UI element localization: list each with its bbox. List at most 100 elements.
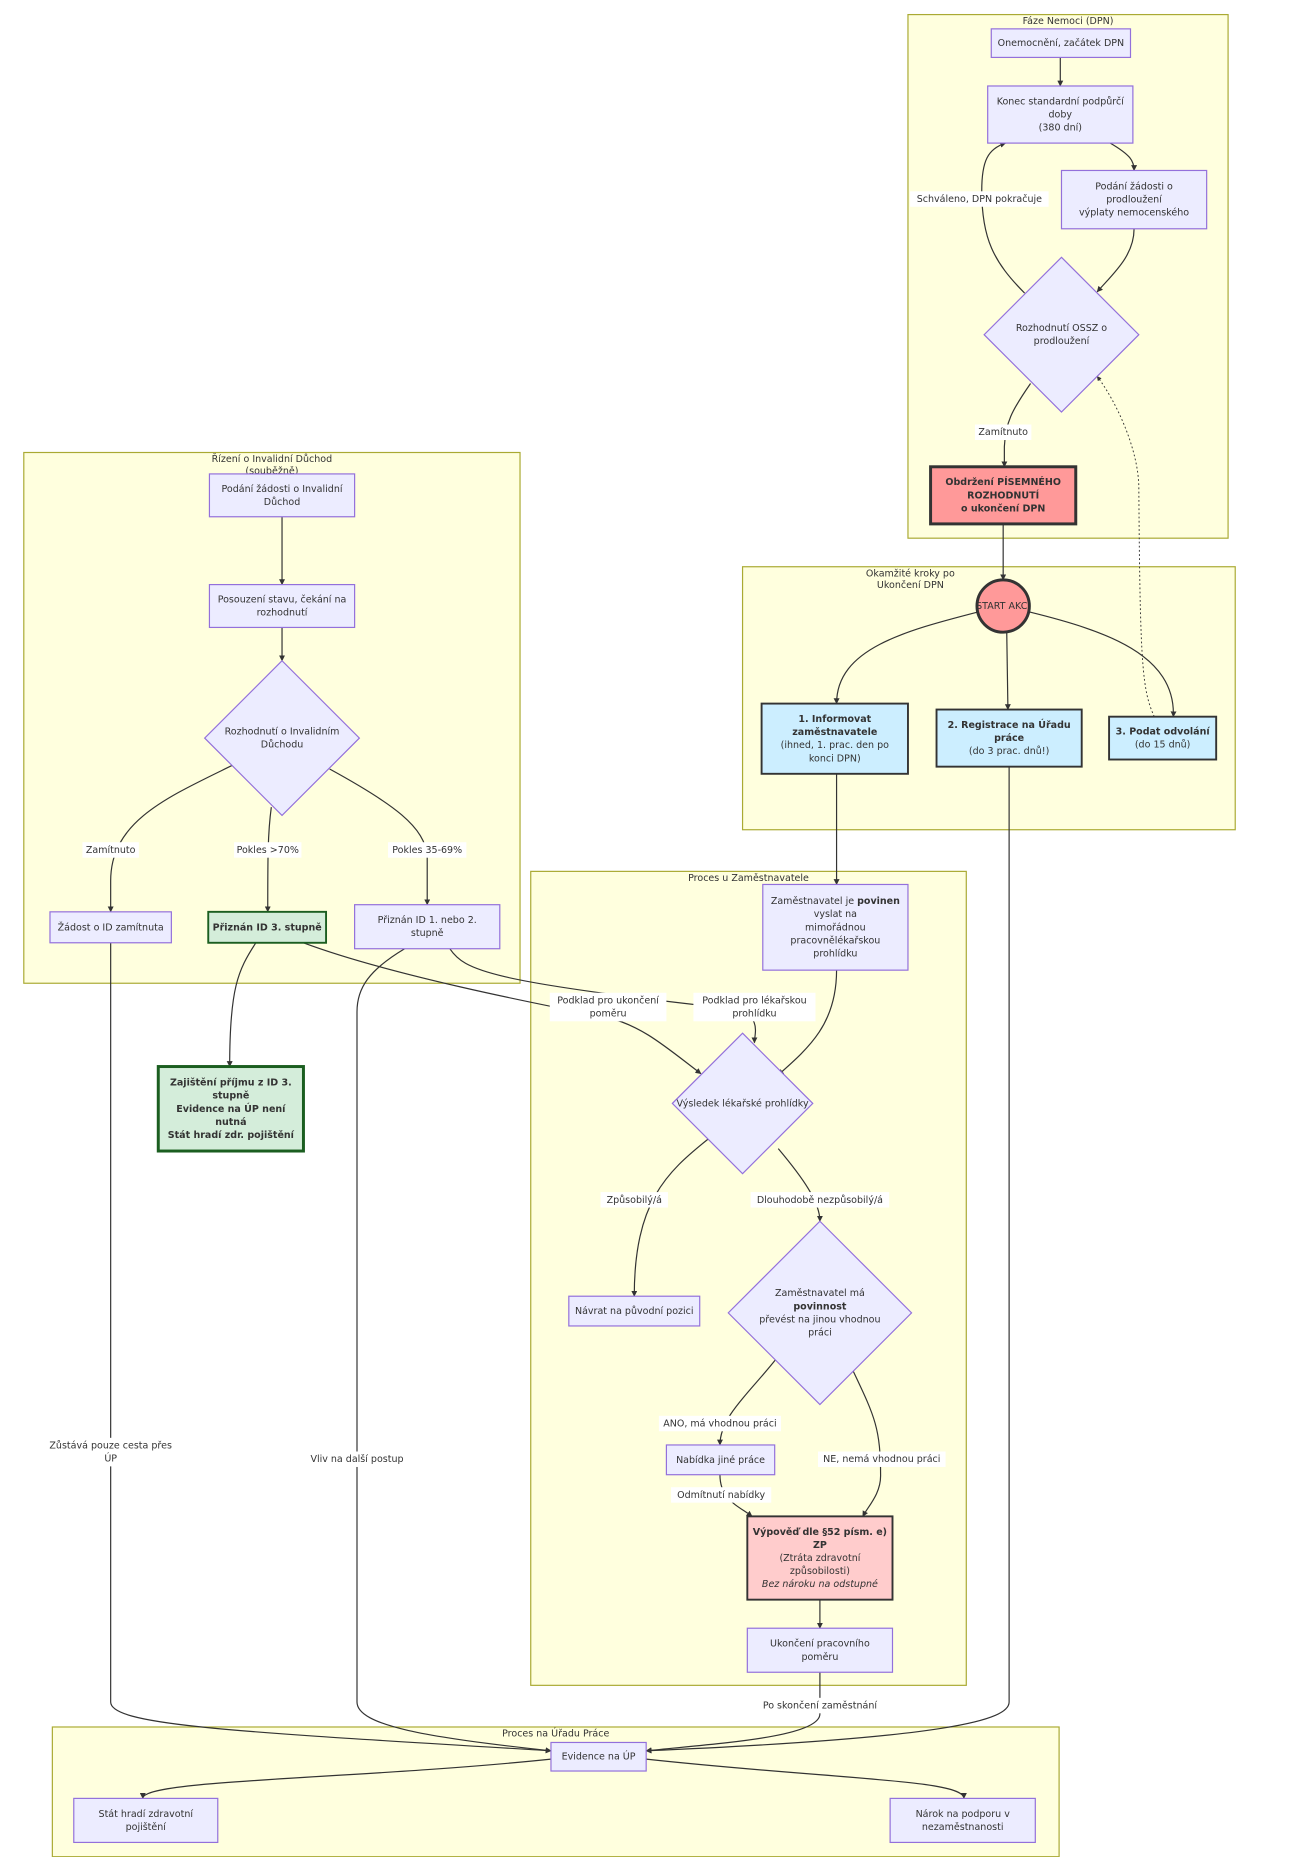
edge-arrow [645,766,1010,1754]
node-box [208,583,356,629]
node-label: START AKCÍ [976,600,1030,612]
node-label-segment: konci DPN) [809,753,861,764]
node-label-segment: Obdržení PÍSEMNÉHO [945,476,1061,488]
node-label: konci DPN) [809,753,861,764]
node-label: nutná [215,1117,246,1128]
edge-label-bg [234,842,302,858]
node-label: (Ztráta zdravotní [779,1553,860,1564]
node-label-segment: doby [1049,110,1073,121]
node-label-segment: Onemocnění, začátek DPN [998,38,1125,49]
edge-label: NE, nemá vhodnou práci [818,1451,946,1467]
node-label: rozhodnutí [257,608,308,619]
edge-label: Podklad pro lékařskou prohlídku [693,992,816,1022]
node-box [746,1515,894,1601]
node-label-segment: Ukončení pracovního [770,1639,870,1650]
node-box [49,911,172,944]
node-label: nezaměstnanosti [922,1822,1004,1833]
edge-label-text: Způsobilý/á [607,1195,662,1206]
node-return-position: Návrat na původní pozici [568,1295,701,1327]
node-label-segment: Bez nároku na odstupné [762,1579,878,1590]
decision-diamond [983,256,1140,413]
node-label: Žádost o ID zamítnuta [58,921,164,933]
node-box [156,1065,305,1153]
edge-label: Schváleno, DPN pokračuje [910,191,1049,207]
node-state-insurance: Stát hradí zdravotní pojištění [73,1797,219,1844]
edge-label-text: Schváleno, DPN pokračuje [917,194,1042,205]
node-box [665,1444,776,1476]
node-label-segment: Nárok na podporu v [916,1809,1011,1820]
cluster-title: Proces u Zaměstnavatele [688,873,809,884]
edge-arrow [1004,632,1011,711]
edge-label-bg [388,842,467,858]
edge-arrow [833,611,979,705]
edge-label-bg [658,1415,781,1432]
node-label: Zajištění příjmu z ID 3. [170,1078,292,1089]
node-label-segment: vyslat na [814,909,857,920]
node-label: Bez nároku na odstupné [762,1579,878,1590]
node-box [1108,715,1218,761]
edge-label-text: Odmítnutí nabídky [677,1490,765,1501]
edge-label-text: Dlouhodobě nezpůsobilý/á [757,1195,883,1206]
node-label-segment: pojištění [126,1822,167,1833]
edge-label-text: Podklad pro ukončení [557,995,659,1006]
node-label-segment: (380 dní) [1039,123,1082,134]
edge-label-bg [750,1192,890,1208]
node-label: práce [994,733,1024,744]
edge-label-bg [298,1451,416,1467]
node-id3: Přiznán ID 3. stupně [207,910,328,944]
cluster-title: (souběžně) [245,466,298,477]
start-circle [975,578,1031,634]
node-dismissal: Výpověď dle §52 písm. e)ZP(Ztráta zdravo… [746,1515,894,1601]
node-label-segment: pracovnělékařskou [790,935,880,946]
decision-diamond [671,1032,814,1175]
edge-label: Zamítnuto [974,424,1032,441]
node-label: (380 dní) [1039,123,1082,134]
edge-label-text: Po skončení zaměstnání [763,1701,878,1712]
node-box [987,85,1134,144]
node-label-segment: práci [808,1327,832,1338]
edge-label-text: prohlídku [732,1009,776,1020]
edge-unfit [777,1148,823,1222]
node-label-segment: START AKCÍ [976,600,1030,612]
edge-label-bg [549,992,667,1022]
edge-label-text: Zamítnuto [86,845,136,856]
node-label: způsobilosti) [790,1566,850,1577]
edge-label-text: Vliv na další postup [310,1454,403,1465]
node-label: Návrat na původní pozici [575,1306,694,1317]
node-label-segment: Žádost o ID zamítnuta [58,921,164,933]
edge-label-text: Podklad pro lékařskou [702,995,806,1006]
edge-influence [356,948,552,1754]
node-label: (ihned, 1. prac. den po [781,740,890,751]
edge-label-bg [600,1192,668,1208]
node-label: 1. Informovat [798,714,871,725]
node-label-segment: 1. Informovat [798,714,871,725]
node-label-segment: Konec standardní podpůrčí [997,96,1125,107]
edge-label-bg [756,1697,884,1714]
node-box [550,1741,647,1772]
node-label-segment: Stát hradí zdravotní [99,1809,194,1820]
node-box [1060,169,1208,230]
node-label: Nabídka jiné práce [676,1455,765,1466]
node-registration: Evidence na ÚP [550,1741,647,1772]
edge-no-job [852,1370,882,1517]
decision-diamond [727,1220,913,1406]
node-label: (do 15 dnů) [1135,740,1191,751]
edge-arrow [1096,375,1155,717]
edge-label-text: Pokles 35-69% [392,845,462,856]
node-box [990,28,1132,59]
edge-arrow [139,1758,552,1799]
node-label-segment: ROZHODNUTÍ [967,489,1039,501]
node-label-segment: Evidence na ÚP [562,1751,636,1763]
node-label: Důchodu [261,740,304,751]
node-label: Přiznán ID 1. nebo 2. [378,915,477,926]
node-label-segment: 2. Registrace na Úřadu [948,719,1071,731]
edge-label: Odmítnutí nabídky [671,1487,772,1503]
node-label-segment: zaměstnavatele [792,727,877,738]
node-label: Výsledek lékařské prohlídky [677,1098,809,1109]
node-box [73,1797,219,1844]
node-box [762,883,909,971]
